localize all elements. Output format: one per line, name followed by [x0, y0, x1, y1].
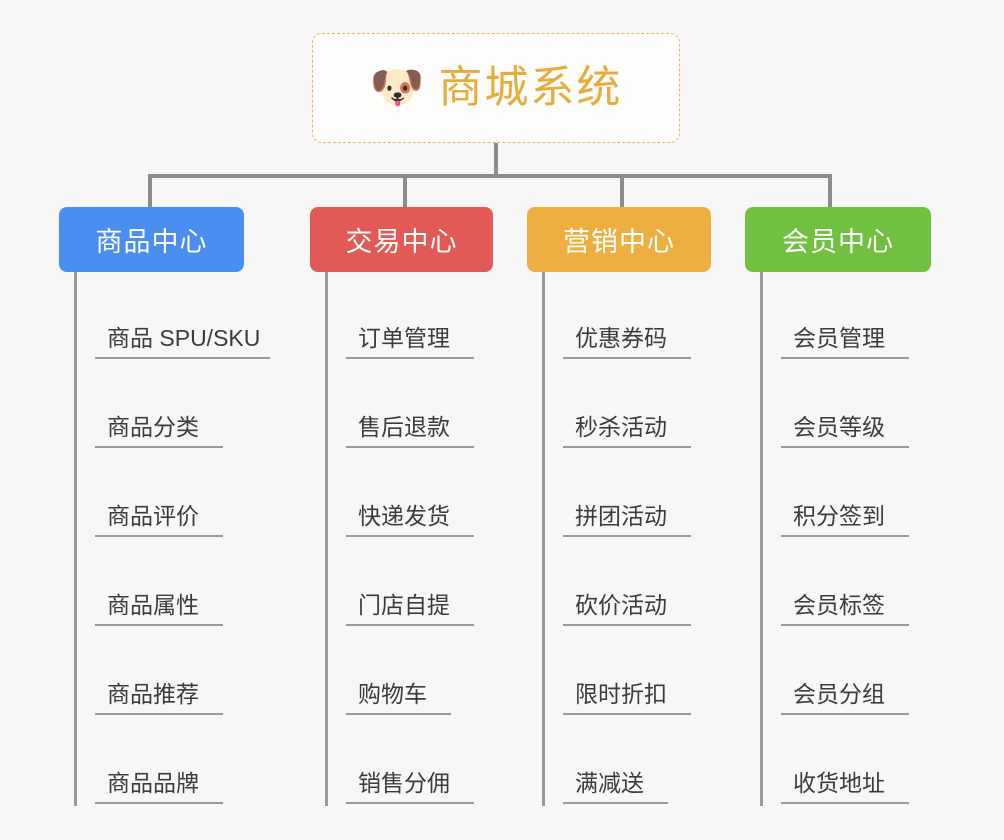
- leaf-label: 购物车: [346, 681, 451, 715]
- leaf-label: 拼团活动: [563, 503, 691, 537]
- list-item[interactable]: 优惠券码: [545, 272, 711, 361]
- leaf-label: 积分签到: [781, 503, 909, 537]
- list-item[interactable]: 商品推荐: [77, 628, 244, 717]
- leaf-label: 砍价活动: [563, 592, 691, 626]
- leaf-label: 商品 SPU/SKU: [95, 325, 271, 359]
- connector-drop-marketing-center: [620, 174, 624, 208]
- list-item[interactable]: 满减送: [545, 717, 711, 806]
- column-marketing-center: 营销中心 优惠券码 秒杀活动 拼团活动 砍价活动 限时折扣 满减送: [527, 207, 711, 806]
- leaf-label: 秒杀活动: [563, 414, 691, 448]
- list-item[interactable]: 砍价活动: [545, 539, 711, 628]
- category-box-marketing-center[interactable]: 营销中心: [527, 207, 711, 272]
- list-item[interactable]: 商品属性: [77, 539, 244, 628]
- leaf-label: 商品评价: [95, 503, 223, 537]
- leaf-label: 门店自提: [346, 592, 474, 626]
- leaf-label: 满减送: [563, 770, 668, 804]
- connector-drop-member-center: [828, 174, 832, 208]
- list-item[interactable]: 秒杀活动: [545, 361, 711, 450]
- column-trade-center: 交易中心 订单管理 售后退款 快递发货 门店自提 购物车 销售分佣: [310, 207, 493, 806]
- category-label-member-center: 会员中心: [782, 227, 894, 257]
- leaf-label: 收货地址: [781, 770, 909, 804]
- leaf-label: 会员管理: [781, 325, 909, 359]
- leaf-list-member-center: 会员管理 会员等级 积分签到 会员标签 会员分组 收货地址: [760, 272, 931, 806]
- list-item[interactable]: 会员标签: [763, 539, 931, 628]
- column-product-center: 商品中心 商品 SPU/SKU 商品分类 商品评价 商品属性 商品推荐 商品品牌: [59, 207, 271, 806]
- category-label-marketing-center: 营销中心: [563, 227, 675, 257]
- leaf-label: 商品品牌: [95, 770, 223, 804]
- connector-drop-trade-center: [403, 174, 407, 208]
- list-item[interactable]: 销售分佣: [328, 717, 493, 806]
- leaf-label: 会员等级: [781, 414, 909, 448]
- list-item[interactable]: 商品 SPU/SKU: [77, 272, 271, 361]
- leaf-label: 会员标签: [781, 592, 909, 626]
- root-title: 商城系统: [438, 63, 623, 112]
- column-member-center: 会员中心 会员管理 会员等级 积分签到 会员标签 会员分组 收货地址: [745, 207, 931, 806]
- category-label-product-center: 商品中心: [95, 227, 208, 257]
- leaf-label: 订单管理: [346, 325, 474, 359]
- category-label-trade-center: 交易中心: [345, 227, 458, 257]
- connector-horizontal-bus: [148, 174, 832, 178]
- list-item[interactable]: 门店自提: [328, 539, 493, 628]
- list-item[interactable]: 限时折扣: [545, 628, 711, 717]
- leaf-label: 会员分组: [781, 681, 909, 715]
- list-item[interactable]: 商品分类: [77, 361, 244, 450]
- list-item[interactable]: 订单管理: [328, 272, 493, 361]
- shiba-dog-face-icon: 🐶: [369, 62, 425, 113]
- category-box-product-center[interactable]: 商品中心: [59, 207, 244, 272]
- list-item[interactable]: 收货地址: [763, 717, 931, 806]
- leaf-list-marketing-center: 优惠券码 秒杀活动 拼团活动 砍价活动 限时折扣 满减送: [542, 272, 711, 806]
- connector-drop-product-center: [148, 174, 152, 208]
- list-item[interactable]: 售后退款: [328, 361, 493, 450]
- list-item[interactable]: 购物车: [328, 628, 493, 717]
- list-item[interactable]: 会员管理: [763, 272, 931, 361]
- leaf-list-trade-center: 订单管理 售后退款 快递发货 门店自提 购物车 销售分佣: [325, 272, 493, 806]
- leaf-list-product-center: 商品 SPU/SKU 商品分类 商品评价 商品属性 商品推荐 商品品牌: [74, 272, 271, 806]
- leaf-label: 商品属性: [95, 592, 223, 626]
- leaf-label: 商品推荐: [95, 681, 223, 715]
- leaf-label: 限时折扣: [563, 681, 691, 715]
- category-box-member-center[interactable]: 会员中心: [745, 207, 931, 272]
- list-item[interactable]: 商品评价: [77, 450, 244, 539]
- leaf-label: 销售分佣: [346, 770, 474, 804]
- connector-root-stem: [494, 143, 498, 176]
- list-item[interactable]: 商品品牌: [77, 717, 244, 806]
- leaf-label: 商品分类: [95, 414, 223, 448]
- leaf-label: 快递发货: [346, 503, 474, 537]
- list-item[interactable]: 拼团活动: [545, 450, 711, 539]
- list-item[interactable]: 积分签到: [763, 450, 931, 539]
- list-item[interactable]: 快递发货: [328, 450, 493, 539]
- list-item[interactable]: 会员分组: [763, 628, 931, 717]
- leaf-label: 优惠券码: [563, 325, 691, 359]
- leaf-label: 售后退款: [346, 414, 474, 448]
- root-node[interactable]: 🐶 商城系统: [312, 33, 680, 143]
- category-box-trade-center[interactable]: 交易中心: [310, 207, 493, 272]
- list-item[interactable]: 会员等级: [763, 361, 931, 450]
